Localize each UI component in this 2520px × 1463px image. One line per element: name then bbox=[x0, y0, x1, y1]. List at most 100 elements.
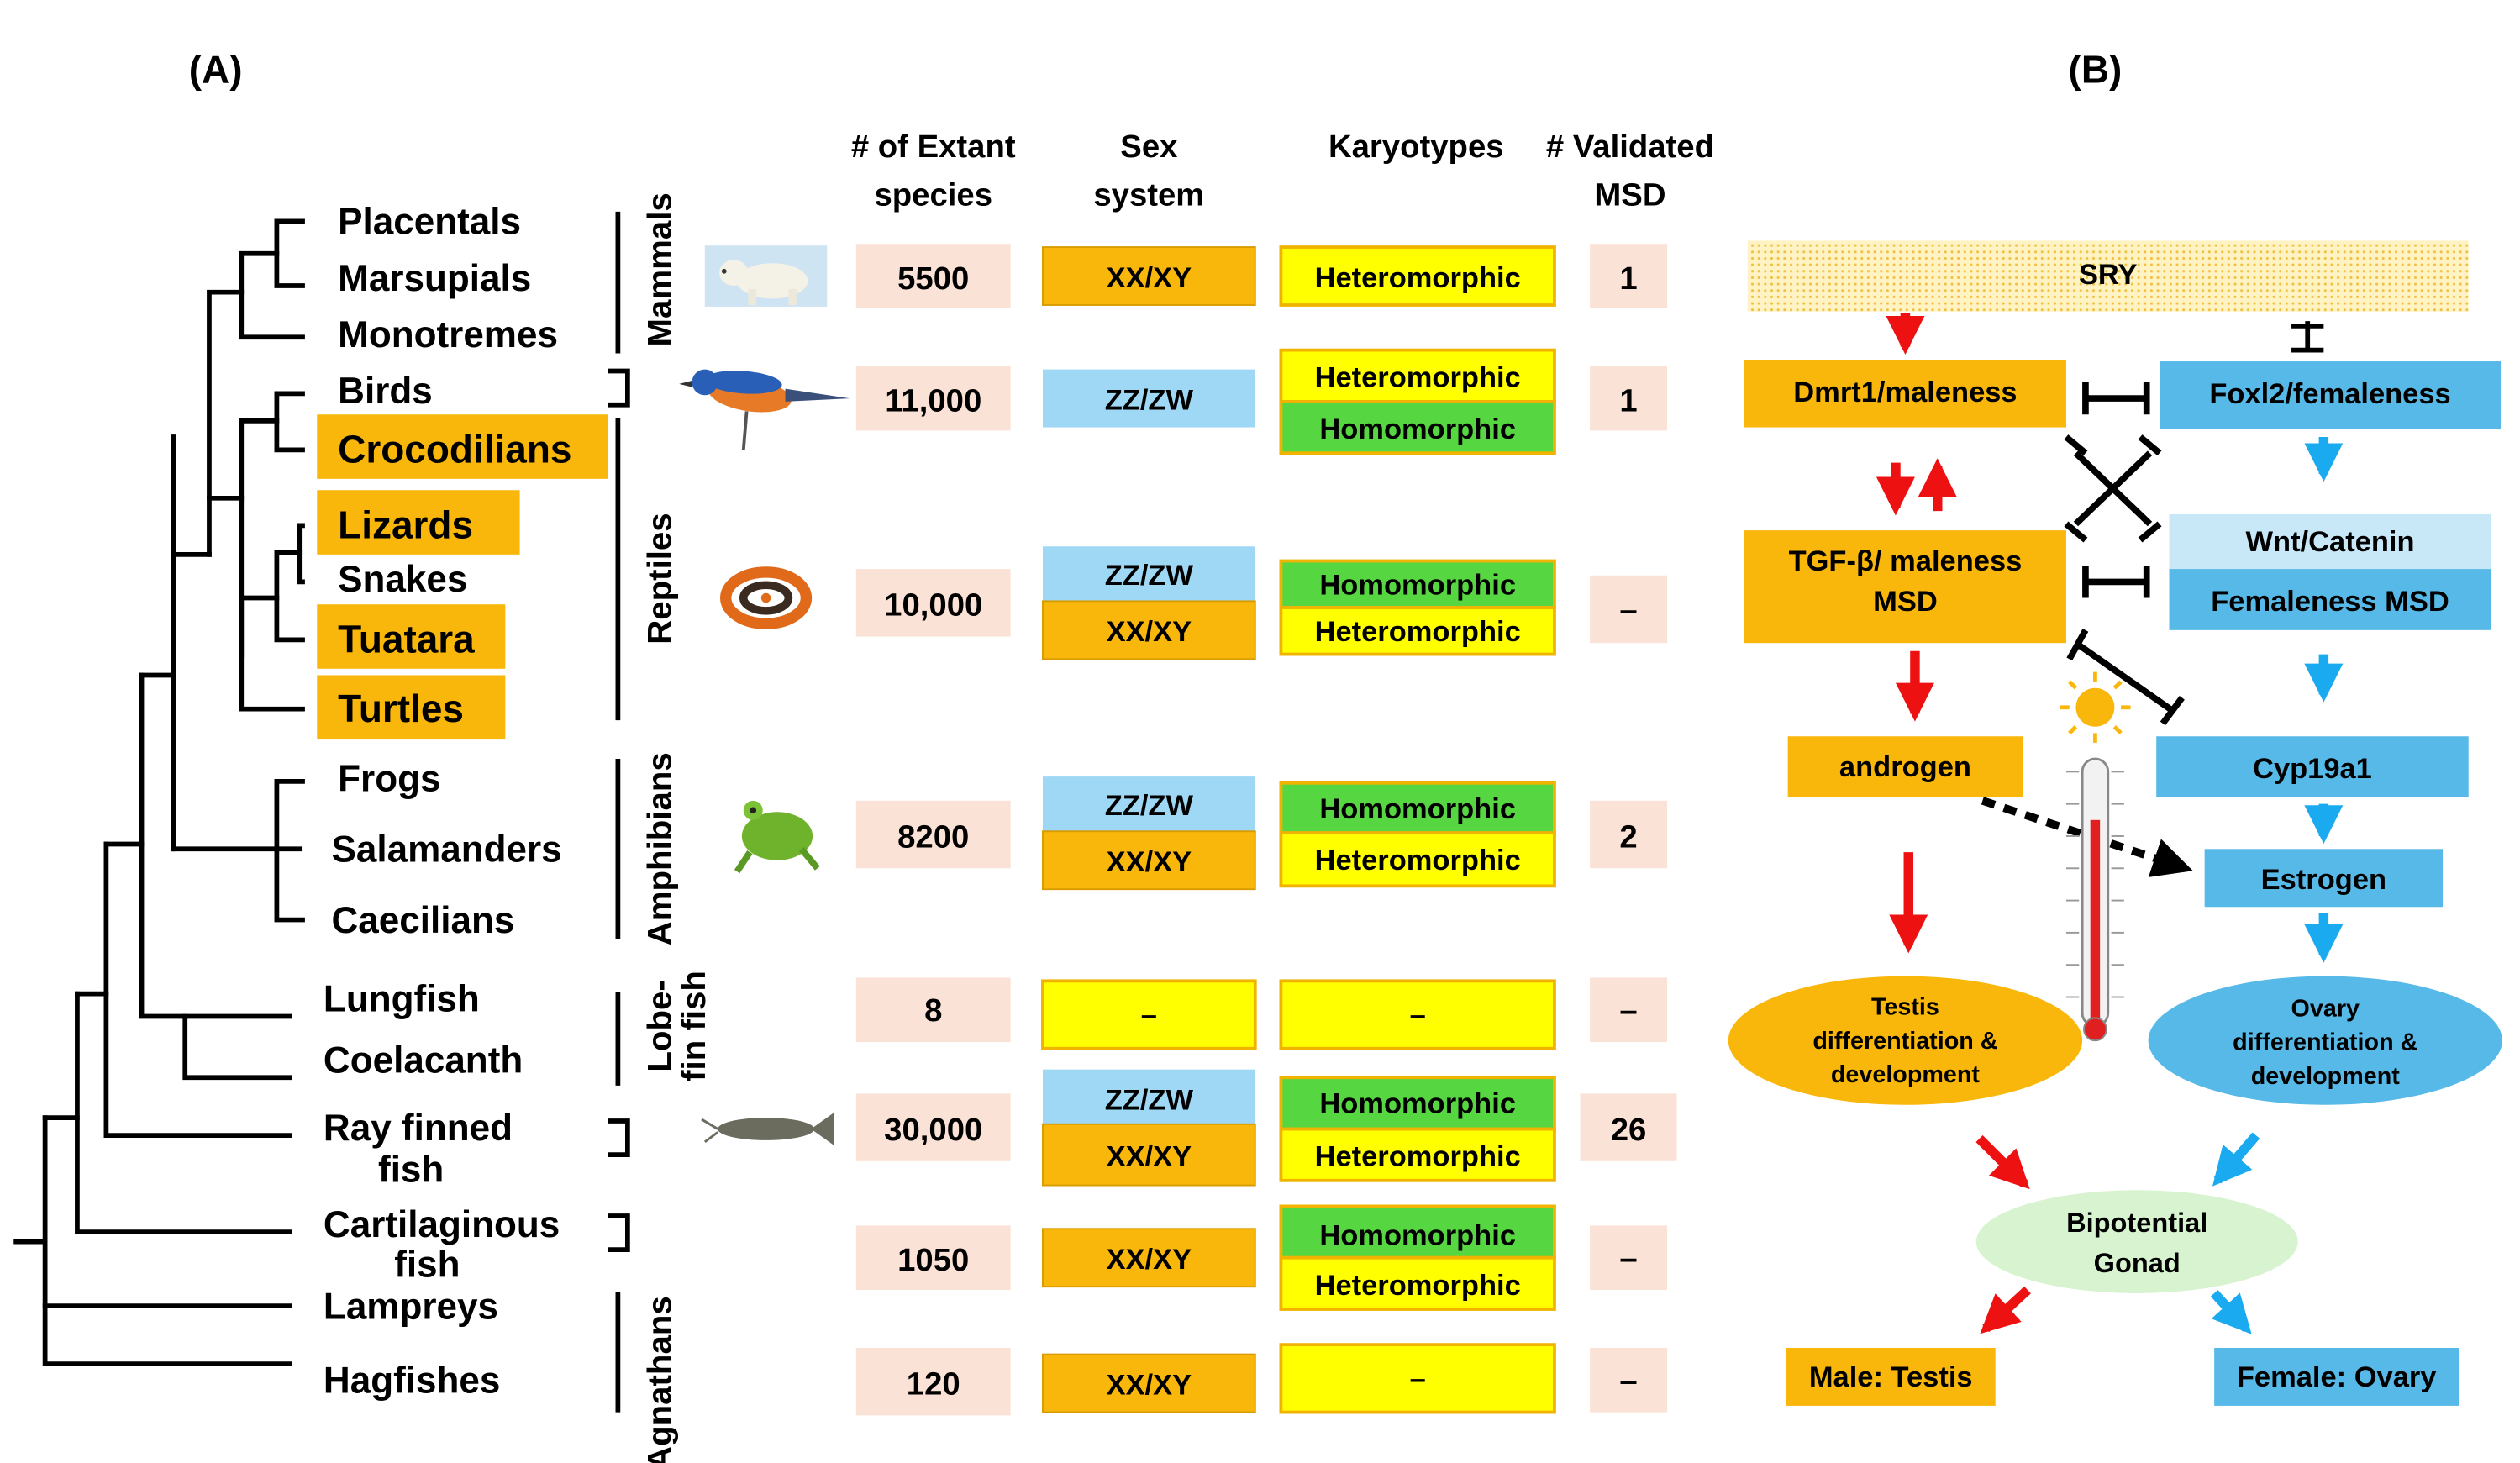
karyotype-value: Homomorphic bbox=[1319, 1219, 1516, 1251]
msd-count: 1 bbox=[1619, 260, 1637, 297]
species-count: 8200 bbox=[897, 818, 969, 855]
lizards-highlight bbox=[317, 490, 520, 555]
taxon-placentals: Placentals bbox=[338, 202, 521, 243]
group-lobe-fin-line1: Lobe- bbox=[641, 980, 679, 1071]
taxon-frogs: Frogs bbox=[338, 758, 440, 799]
sex-system-value: XX/XY bbox=[1107, 846, 1192, 878]
androgen-box bbox=[1787, 736, 2023, 798]
ovary-line2: differentiation & bbox=[2233, 1029, 2417, 1056]
species-count: 8 bbox=[924, 992, 942, 1029]
karyotype-value: Heteromorphic bbox=[1315, 1141, 1521, 1173]
karyotype-value: Heteromorphic bbox=[1315, 262, 1521, 294]
msd-count: – bbox=[1619, 992, 1637, 1029]
bipotential-ellipse bbox=[1975, 1190, 2298, 1293]
taxa-labels: Placentals Marsupials Monotremes Birds C… bbox=[324, 202, 572, 1402]
msd-cell bbox=[1590, 244, 1668, 308]
taxon-tuatara: Tuatara bbox=[338, 618, 475, 661]
cyp19a1-label: Cyp19a1 bbox=[2253, 753, 2372, 785]
tgfb-label-line1: TGF-β/ maleness bbox=[1789, 545, 2023, 577]
foxl2-box bbox=[2160, 361, 2502, 429]
sex-system-cell bbox=[1042, 246, 1256, 306]
msd-cell bbox=[1590, 575, 1668, 644]
species-count: 10,000 bbox=[884, 587, 982, 624]
species-cell bbox=[855, 1093, 1011, 1161]
female-ovary-box bbox=[2214, 1347, 2459, 1406]
sry-bar bbox=[1747, 240, 2469, 312]
androgen-label: androgen bbox=[1839, 751, 1971, 783]
group-lobe-fin-line2: fin fish bbox=[675, 971, 713, 1081]
taxon-snakes: Snakes bbox=[338, 559, 467, 600]
testis-line3: development bbox=[1831, 1061, 1981, 1088]
species-cell bbox=[855, 1347, 1011, 1416]
catfish-icon bbox=[701, 1113, 834, 1145]
taxon-cartilaginous-line2: fish bbox=[394, 1245, 460, 1286]
karyotype-cell bbox=[1279, 1255, 1556, 1311]
species-cell bbox=[855, 800, 1011, 869]
taxon-turtles: Turtles bbox=[338, 687, 464, 730]
taxon-cartilaginous-line1: Cartilaginous bbox=[324, 1204, 560, 1245]
ovary-line3: development bbox=[2251, 1063, 2401, 1090]
species-count: 30,000 bbox=[884, 1112, 982, 1148]
dmrt1-label: Dmrt1/maleness bbox=[1793, 376, 2017, 408]
pathway-diagram: SRY Dmrt1/maleness Foxl2/femaleness TGF-… bbox=[1728, 240, 2502, 1406]
msd-cell bbox=[1580, 1093, 1677, 1161]
taxon-caecilians: Caecilians bbox=[332, 900, 515, 941]
msd-count: 2 bbox=[1619, 818, 1637, 855]
sex-system-value: ZZ/ZW bbox=[1105, 1085, 1194, 1117]
sex-system-cell bbox=[1041, 979, 1257, 1050]
karyotype-cell bbox=[1279, 348, 1556, 403]
header-species-line2: species bbox=[874, 176, 992, 213]
sex-system-cell bbox=[1042, 1228, 1256, 1288]
sry-label: SRY bbox=[2079, 259, 2138, 291]
panel-b-label: (B) bbox=[2069, 48, 2123, 92]
sex-system-value: XX/XY bbox=[1107, 1244, 1192, 1276]
karyotype-cell bbox=[1279, 559, 1556, 609]
species-cell bbox=[855, 569, 1011, 637]
msd-count: 26 bbox=[1611, 1112, 1647, 1148]
testis-ellipse bbox=[1728, 976, 2083, 1105]
taxon-monotremes: Monotremes bbox=[338, 314, 558, 355]
panel-a-label: (A) bbox=[189, 48, 243, 92]
estrogen-box bbox=[2204, 849, 2444, 908]
sex-system-cell bbox=[1042, 1069, 1255, 1124]
species-cell bbox=[855, 366, 1011, 431]
taxon-lizards: Lizards bbox=[338, 503, 473, 547]
species-count: 11,000 bbox=[885, 382, 981, 418]
header-karyotypes: Karyotypes bbox=[1328, 129, 1504, 165]
thermometer-icon bbox=[2065, 757, 2124, 1042]
taxon-salamanders: Salamanders bbox=[332, 829, 562, 871]
karyotype-value: Heteromorphic bbox=[1315, 1270, 1521, 1302]
taxon-birds: Birds bbox=[338, 371, 433, 412]
sex-system-cell bbox=[1042, 1353, 1256, 1413]
sex-system-value: – bbox=[1141, 999, 1157, 1031]
group-mammals: Mammals bbox=[641, 192, 679, 346]
wnt-label: Wnt/Catenin bbox=[2245, 526, 2414, 558]
karyotype-value: – bbox=[1410, 1363, 1426, 1395]
sex-system-cell bbox=[1042, 546, 1255, 602]
species-count: 5500 bbox=[897, 260, 969, 297]
header-sex-line2: system bbox=[1093, 176, 1204, 213]
sex-system-value: XX/XY bbox=[1107, 1370, 1192, 1402]
taxon-coelacanth: Coelacanth bbox=[324, 1039, 523, 1081]
sex-system-value: XX/XY bbox=[1107, 1141, 1192, 1173]
sex-system-cell bbox=[1042, 600, 1256, 660]
karyotype-value: Heteromorphic bbox=[1315, 845, 1521, 876]
phylogenetic-tree bbox=[13, 218, 305, 1366]
species-cell bbox=[855, 1225, 1011, 1291]
species-count: 1050 bbox=[897, 1242, 969, 1278]
msd-count: – bbox=[1619, 1240, 1637, 1276]
sun-icon bbox=[2060, 671, 2131, 743]
sex-system-cell bbox=[1042, 1123, 1256, 1187]
frog-icon bbox=[734, 800, 820, 874]
sex-system-value: XX/XY bbox=[1107, 262, 1192, 294]
msd-cell bbox=[1590, 1225, 1668, 1291]
taxon-ray-finned-line1: Ray finned bbox=[324, 1108, 513, 1149]
header-msd-line2: MSD bbox=[1594, 176, 1665, 213]
male-testis-label: Male: Testis bbox=[1809, 1361, 1973, 1393]
karyotype-cell bbox=[1279, 606, 1556, 656]
cyp19a1-box bbox=[2156, 736, 2469, 798]
bipotential-line2: Gonad bbox=[2094, 1248, 2181, 1278]
karyotype-cell bbox=[1279, 245, 1556, 307]
